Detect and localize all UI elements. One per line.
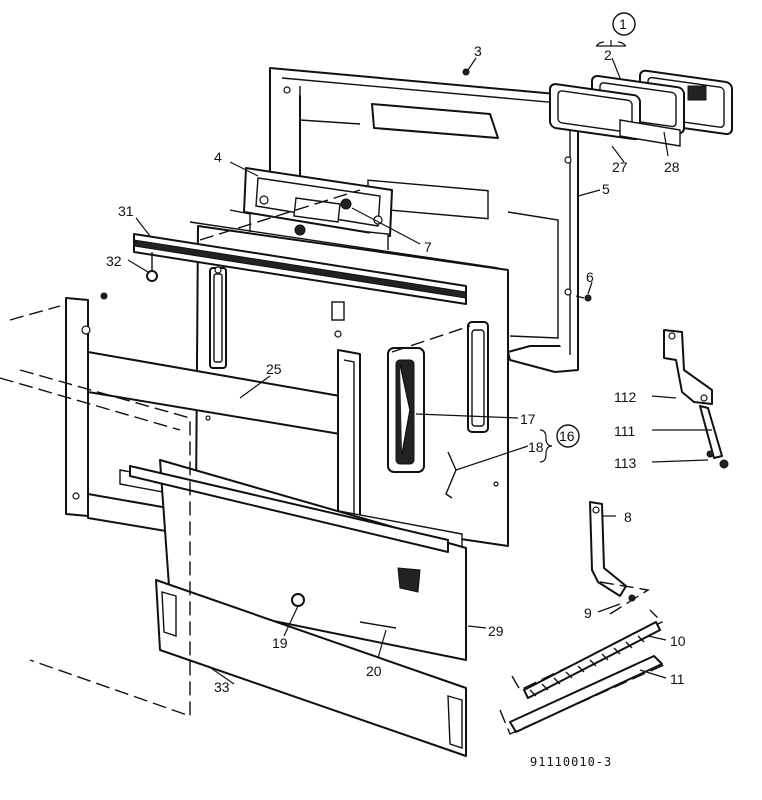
callout-11: 11 — [670, 671, 685, 687]
leader-lines — [127, 40, 712, 685]
callout-31: 31 — [118, 203, 134, 219]
hinge-lower — [589, 501, 650, 615]
callout-3: 3 — [474, 43, 482, 59]
callout-6: 6 — [586, 269, 594, 285]
door-linkage — [663, 329, 729, 469]
callout-33: 33 — [214, 679, 230, 695]
callout-4: 4 — [214, 149, 222, 165]
small-screws — [462, 68, 592, 302]
callout-10: 10 — [670, 633, 686, 649]
handle-bracket — [243, 167, 393, 237]
callout-113: 113 — [614, 455, 637, 471]
callout-16: 16 — [559, 428, 575, 444]
drawing-number: 91110010-3 — [530, 755, 612, 769]
callout-112: 112 — [614, 389, 637, 405]
callout-circle-1 — [612, 12, 636, 36]
top-trim-strip — [133, 221, 499, 305]
callout-17: 17 — [520, 411, 536, 427]
callout-labels: 1 2 3 4 5 6 7 8 9 10 11 16 17 18 19 20 2… — [106, 12, 686, 769]
callout-18: 18 — [528, 439, 544, 455]
phantom-door-outline — [0, 189, 471, 717]
spring-and-rod — [499, 609, 667, 735]
callout-32: 32 — [106, 253, 122, 269]
callout-19: 19 — [272, 635, 288, 651]
screw-32 — [100, 252, 158, 300]
callout-111: 111 — [614, 423, 635, 439]
callout-27: 27 — [612, 159, 628, 175]
callout-7: 7 — [424, 239, 432, 255]
callout-29: 29 — [488, 623, 504, 639]
callout-28: 28 — [664, 159, 680, 175]
callout-2: 2 — [604, 47, 612, 63]
callout-1: 1 — [619, 16, 627, 32]
callout-5: 5 — [602, 181, 610, 197]
door-handle — [387, 321, 489, 499]
callout-8: 8 — [624, 509, 632, 525]
callout-9: 9 — [584, 605, 592, 621]
kick-plate — [155, 579, 467, 757]
callout-25: 25 — [266, 361, 282, 377]
callout-circle-16 — [556, 424, 580, 448]
callout-20: 20 — [366, 663, 382, 679]
